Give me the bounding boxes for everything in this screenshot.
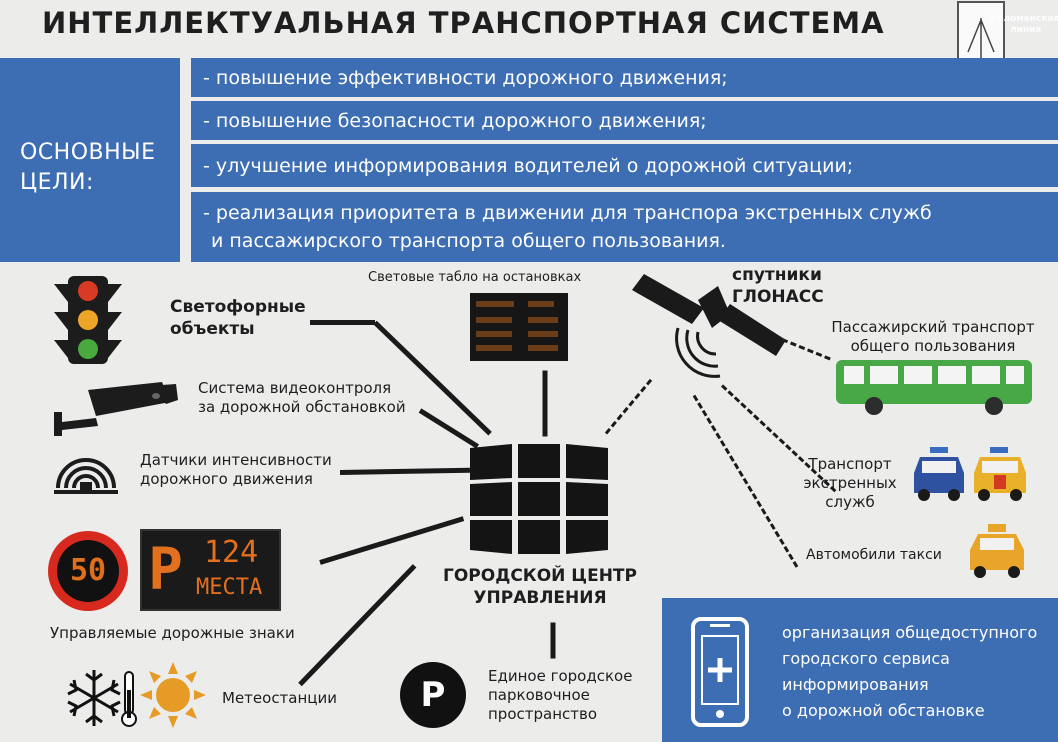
bus-label: Пассажирский транспорт общего пользовани… bbox=[831, 318, 1035, 355]
speed-limit-sign-icon: 50 bbox=[48, 531, 128, 611]
video-wall-icon bbox=[466, 440, 614, 558]
page-title: ИНТЕЛЛЕКТУАЛЬНАЯ ТРАНСПОРТНАЯ СИСТЕМА bbox=[42, 6, 885, 40]
logo-watermark: Коломенская линия bbox=[990, 14, 1058, 35]
police-car-icon bbox=[910, 445, 968, 503]
snowflake-icon bbox=[64, 668, 124, 728]
wireless-link-dashed bbox=[604, 378, 653, 435]
traffic-lights-label: Светофорные объекты bbox=[170, 297, 306, 339]
taxi-label: Автомобили такси bbox=[806, 547, 942, 563]
emergency-label: Транспорт экстренных служб bbox=[803, 455, 897, 511]
sensors-label: Датчики интенсивности дорожного движения bbox=[140, 451, 332, 488]
connector-line bbox=[310, 320, 375, 325]
info-service-label: организация общедоступного городского се… bbox=[782, 623, 1038, 720]
wireless-link-dashed bbox=[692, 394, 799, 568]
connector-line bbox=[542, 370, 548, 437]
parking-board-icon: P 124 МЕСТА bbox=[140, 529, 281, 611]
connector-line bbox=[550, 622, 556, 659]
video-control-label: Система видеоконтроля за дорожной обстан… bbox=[198, 379, 406, 416]
tablo-label: Световые табло на остановках bbox=[368, 270, 582, 285]
stop-display-board bbox=[470, 293, 568, 361]
sun-icon bbox=[138, 660, 208, 730]
satellite-icon bbox=[630, 270, 790, 380]
goals-label: ОСНОВНЫЕ ЦЕЛИ: bbox=[20, 140, 156, 195]
goal-item: - повышение эффективности дорожного движ… bbox=[191, 58, 1058, 97]
weather-label: Метеостанции bbox=[222, 689, 338, 707]
goal-item: - повышение безопасности дорожного движе… bbox=[191, 101, 1058, 140]
traffic-light-icon bbox=[52, 274, 124, 366]
thermometer-icon bbox=[120, 670, 138, 728]
road-signs-label: Управляемые дорожные знаки bbox=[50, 624, 295, 642]
sensor-waves-icon bbox=[52, 452, 120, 496]
connector-line bbox=[298, 564, 417, 687]
goal-item: - улучшение информирования водителей о д… bbox=[191, 144, 1058, 187]
cctv-camera-icon bbox=[52, 378, 182, 438]
parking-icon: P bbox=[400, 662, 466, 728]
goal-item: - реализация приоритета в движении для т… bbox=[191, 192, 1058, 262]
parking-space-label: Единое городское парковочное пространств… bbox=[488, 667, 633, 723]
ambulance-icon bbox=[970, 445, 1030, 503]
goals-panel bbox=[0, 58, 180, 262]
control-center-label: ГОРОДСКОЙ ЦЕНТР УПРАВЛЕНИЯ bbox=[443, 566, 637, 608]
glonass-label: спутники ГЛОНАСС bbox=[732, 265, 824, 307]
connector-line bbox=[339, 467, 471, 475]
smartphone-icon bbox=[690, 616, 750, 728]
connector-line bbox=[319, 516, 465, 565]
bus-icon bbox=[834, 358, 1034, 416]
taxi-icon bbox=[966, 522, 1028, 580]
